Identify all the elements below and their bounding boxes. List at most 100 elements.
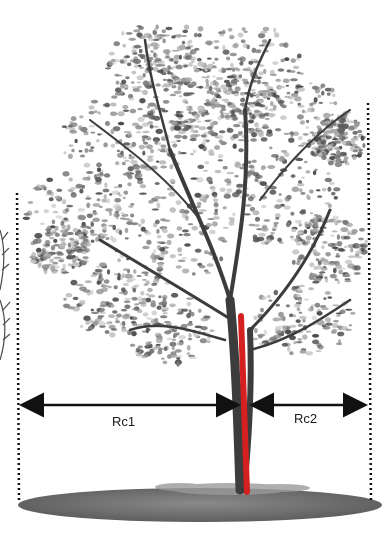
leaf — [136, 32, 142, 37]
leaf — [275, 217, 279, 220]
leaf — [332, 141, 339, 143]
leaf — [118, 122, 124, 126]
leaf — [138, 234, 141, 237]
leaf — [118, 184, 122, 188]
leaf — [52, 220, 56, 225]
leaf — [44, 269, 48, 274]
leaf — [189, 356, 197, 359]
leaf — [162, 310, 166, 313]
leaf — [53, 257, 61, 260]
leaf — [298, 290, 303, 293]
leaf — [108, 286, 112, 289]
leaf — [178, 335, 186, 339]
leaf — [197, 58, 202, 62]
leaf — [196, 206, 201, 209]
leaf — [276, 156, 279, 161]
leaf — [299, 350, 306, 354]
leaf — [170, 207, 176, 212]
leaf — [284, 42, 289, 48]
leaf — [176, 312, 183, 314]
leaf — [352, 131, 357, 135]
leaf — [52, 270, 58, 274]
leaf — [68, 243, 71, 248]
leaf — [233, 124, 240, 127]
leaf — [268, 92, 274, 97]
leaf — [303, 133, 309, 135]
leaf — [63, 264, 66, 269]
leaf — [324, 121, 330, 125]
leaf — [37, 252, 42, 257]
leaf — [254, 122, 259, 127]
leaf — [222, 30, 226, 35]
leaf — [198, 144, 204, 148]
leaf — [228, 28, 233, 32]
leaf — [62, 171, 69, 176]
leaf — [157, 306, 162, 310]
leaf — [291, 58, 296, 63]
leaf — [326, 172, 330, 175]
leaf — [117, 153, 124, 158]
leaf — [291, 229, 296, 233]
leaf — [137, 117, 144, 122]
leaf — [242, 27, 246, 31]
leaf — [223, 227, 229, 229]
leaf — [123, 110, 129, 112]
rc2-label: Rc2 — [294, 411, 317, 426]
leaf — [184, 25, 189, 30]
leaf — [105, 121, 110, 126]
leaf — [299, 188, 303, 192]
leaf — [176, 200, 182, 205]
leaf — [176, 111, 184, 113]
leaf — [341, 120, 344, 125]
leaf — [157, 235, 162, 239]
leaf — [146, 328, 151, 331]
leaf — [154, 318, 159, 323]
leaf — [182, 99, 187, 103]
leaf — [100, 304, 108, 307]
leaf — [201, 112, 205, 117]
leaf — [226, 184, 231, 186]
leaf — [66, 205, 73, 208]
leaf — [67, 306, 74, 309]
leaf — [131, 142, 136, 147]
leaf — [290, 236, 294, 239]
leaf — [105, 67, 111, 69]
leaf — [153, 249, 156, 253]
leaf — [132, 52, 137, 55]
leaf — [79, 300, 86, 305]
leaf — [42, 264, 50, 269]
leaf — [213, 216, 220, 220]
leaf — [224, 194, 231, 199]
leaf — [180, 152, 187, 154]
leaf — [139, 98, 145, 103]
leaf — [298, 145, 304, 147]
leaf — [175, 332, 180, 335]
leaf — [200, 338, 207, 343]
leaf — [251, 59, 257, 62]
leaf — [223, 206, 227, 209]
leaf — [232, 134, 238, 139]
leaf — [258, 71, 264, 75]
leaf — [148, 103, 156, 107]
leaf — [244, 31, 248, 33]
leaf — [49, 197, 54, 201]
leaf — [325, 252, 331, 257]
leaf — [131, 222, 138, 225]
leaf — [241, 39, 245, 42]
leaf — [137, 75, 144, 80]
leaf — [222, 240, 228, 242]
leaf — [317, 95, 321, 98]
leaf — [130, 214, 134, 218]
leaf — [137, 309, 142, 313]
leaf — [69, 178, 73, 182]
leaf — [122, 105, 128, 109]
leaf — [47, 226, 52, 231]
leaf — [123, 191, 128, 195]
leaf — [215, 105, 223, 107]
leaf — [163, 34, 171, 36]
leaf — [73, 262, 80, 266]
leaf — [143, 73, 146, 77]
leaf — [157, 64, 164, 66]
leaf — [183, 65, 187, 68]
leaf — [268, 113, 275, 117]
